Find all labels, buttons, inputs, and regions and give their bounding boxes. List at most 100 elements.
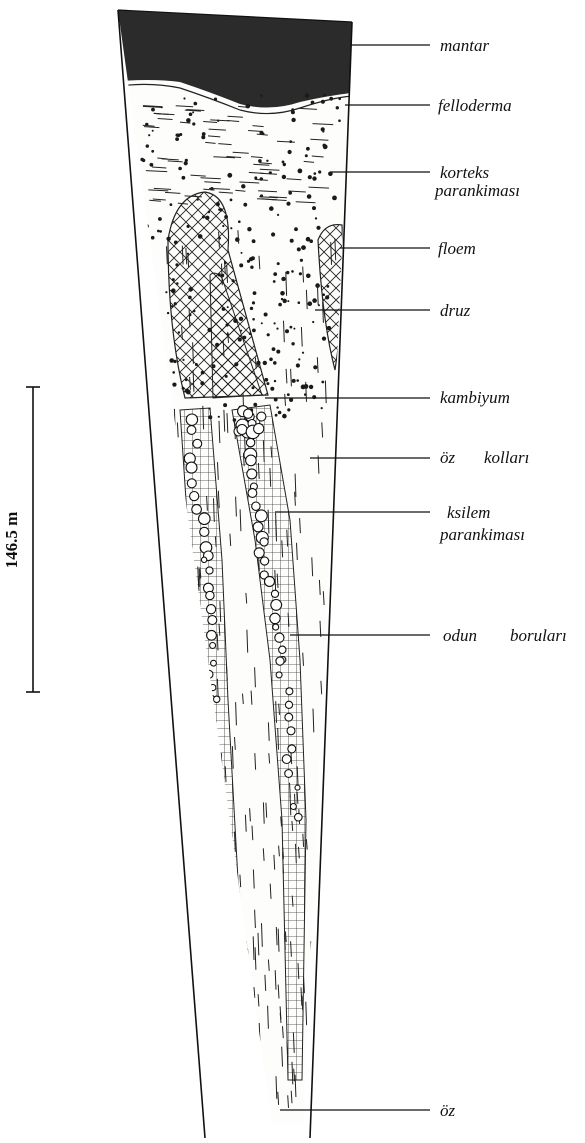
druse-dot	[291, 118, 295, 122]
vessel-circle	[285, 701, 292, 708]
label-kambiyum: kambiyum	[440, 388, 510, 407]
ray-dash	[201, 907, 202, 926]
druse-dot	[301, 245, 306, 250]
druse-dot	[159, 230, 162, 233]
druse-dot	[329, 97, 333, 101]
druse-dot	[172, 371, 175, 374]
vessel-circle	[214, 696, 220, 702]
druse-dot	[253, 291, 257, 295]
druse-dot	[338, 98, 341, 101]
druse-dot	[287, 393, 290, 396]
vessel-circle	[215, 844, 222, 851]
ray-dash	[158, 425, 159, 436]
label-felloderma: felloderma	[438, 96, 512, 115]
druse-dot	[174, 383, 177, 386]
ray-dash	[255, 1013, 256, 1034]
druse-dot	[250, 307, 253, 310]
ray-dash	[226, 1104, 227, 1120]
druse-dot	[197, 199, 199, 201]
druse-dot	[298, 358, 300, 360]
druse-dot	[163, 392, 167, 396]
druse-dot	[294, 227, 298, 231]
druse-dot	[215, 343, 219, 347]
ray-dash	[203, 1007, 204, 1028]
druse-dot	[205, 216, 209, 220]
ray-dash	[215, 1016, 216, 1027]
label-oz-kollari-word2: kolları	[484, 448, 529, 467]
druse-dot	[306, 147, 310, 151]
vessel-circle	[193, 439, 202, 448]
ray-dash	[164, 411, 165, 427]
druse-dot	[273, 280, 276, 283]
ray-dash	[155, 318, 156, 331]
ray-dash	[182, 753, 183, 765]
vessel-circle	[288, 745, 296, 753]
vessel-circle	[200, 527, 209, 536]
druse-dot	[140, 158, 144, 162]
ray-dash	[161, 476, 162, 497]
vessel-circle	[206, 713, 213, 720]
label-druz: druz	[440, 301, 471, 320]
druse-dot	[174, 241, 178, 245]
ray-dash	[241, 990, 242, 1008]
druse-dot	[222, 225, 224, 227]
vessel-circle	[187, 426, 196, 435]
druse-dot	[280, 291, 285, 296]
druse-dot	[171, 288, 176, 293]
druse-dot	[277, 262, 280, 265]
druse-dot	[308, 175, 312, 179]
druse-dot	[194, 102, 198, 106]
druse-dot	[281, 298, 283, 300]
druse-dot	[146, 144, 149, 147]
vessel-circle	[270, 613, 280, 623]
vessel-circle	[290, 804, 296, 810]
vessel-circle	[252, 502, 260, 510]
label-mantar: mantar	[440, 36, 490, 55]
vessel-circle	[207, 630, 217, 640]
druse-dot	[258, 159, 262, 163]
druse-dot	[169, 358, 174, 363]
druse-dot	[272, 347, 276, 351]
druse-dot	[143, 254, 148, 259]
druse-dot	[274, 380, 276, 382]
druse-dot	[267, 333, 270, 336]
druse-dot	[226, 323, 229, 326]
druse-dot	[322, 293, 325, 296]
druse-dot	[281, 277, 285, 281]
druse-dot	[192, 111, 194, 113]
druse-dot	[167, 312, 169, 314]
druse-dot	[308, 301, 313, 306]
druse-dot	[214, 98, 217, 101]
druse-dot	[321, 407, 323, 409]
druse-dot	[168, 408, 171, 411]
vessel-circle	[260, 538, 268, 546]
druse-dot	[282, 414, 287, 419]
vessel-circle	[212, 829, 219, 836]
druse-dot	[145, 224, 149, 228]
ray-dash	[217, 851, 218, 871]
druse-dot	[247, 260, 250, 263]
ray-dash	[194, 815, 195, 831]
druse-dot	[232, 279, 235, 282]
druse-dot	[183, 97, 185, 99]
vessel-circle	[257, 412, 266, 421]
druse-dot	[307, 194, 312, 199]
ray-dash	[230, 947, 231, 967]
vessel-circle	[207, 605, 216, 614]
druse-dot	[189, 113, 193, 117]
druse-dot	[302, 352, 304, 354]
druse-dot	[312, 176, 316, 180]
druse-dot	[143, 248, 145, 250]
vessel-circle	[271, 600, 282, 611]
ray-dash	[216, 1033, 217, 1048]
ray-dash	[266, 1097, 267, 1116]
ray-dash	[223, 861, 224, 872]
druse-dot	[250, 266, 253, 269]
label-oz-kollari-word1: öz	[440, 448, 456, 467]
druse-dot	[283, 163, 286, 166]
druse-dot	[201, 371, 205, 375]
druse-dot	[273, 272, 277, 276]
druse-dot	[172, 278, 175, 281]
scale-bar-label: 146.5 m	[2, 512, 21, 569]
druse-dot	[221, 274, 225, 278]
